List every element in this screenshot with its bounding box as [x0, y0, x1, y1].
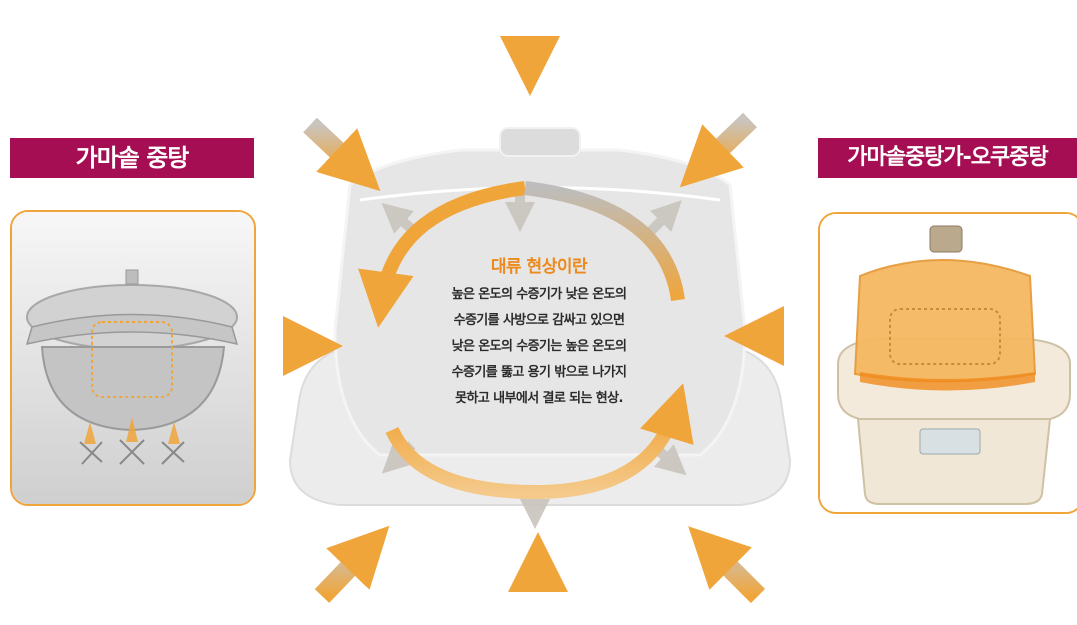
inward-arrow-icon	[708, 546, 758, 596]
description-body: 높은 온도의 수증기가 낮은 온도의 수증기를 사방으로 감싸고 있으면 낮은 …	[408, 282, 670, 412]
description-line: 높은 온도의 수증기가 낮은 온도의	[408, 282, 670, 308]
right-title-banner: 가마솥중탕가-오쿠중탕	[818, 138, 1077, 178]
cauldron-icon	[12, 212, 254, 504]
convection-description: 대류 현상이란 높은 온도의 수증기가 낮은 온도의 수증기를 사방으로 감싸고…	[408, 252, 670, 412]
cooker-card	[818, 212, 1077, 514]
inward-arrow-icon	[322, 546, 370, 596]
description-line: 수증기를 사방으로 감싸고 있으면	[408, 308, 670, 334]
cooker-icon	[820, 214, 1077, 512]
description-line: 수증기를 뚫고 용기 밖으로 나가지	[408, 360, 670, 386]
description-line: 낮은 온도의 수증기는 높은 온도의	[408, 334, 670, 360]
pot-knob	[500, 128, 580, 156]
description-title: 대류 현상이란	[408, 252, 670, 277]
inward-arrow-icon	[310, 125, 360, 172]
left-title-banner: 가마솥 중탕	[10, 138, 254, 178]
inward-arrow-icon	[700, 120, 750, 168]
cauldron-card	[10, 210, 256, 506]
description-line: 못하고 내부에서 결로 되는 현상.	[408, 386, 670, 412]
